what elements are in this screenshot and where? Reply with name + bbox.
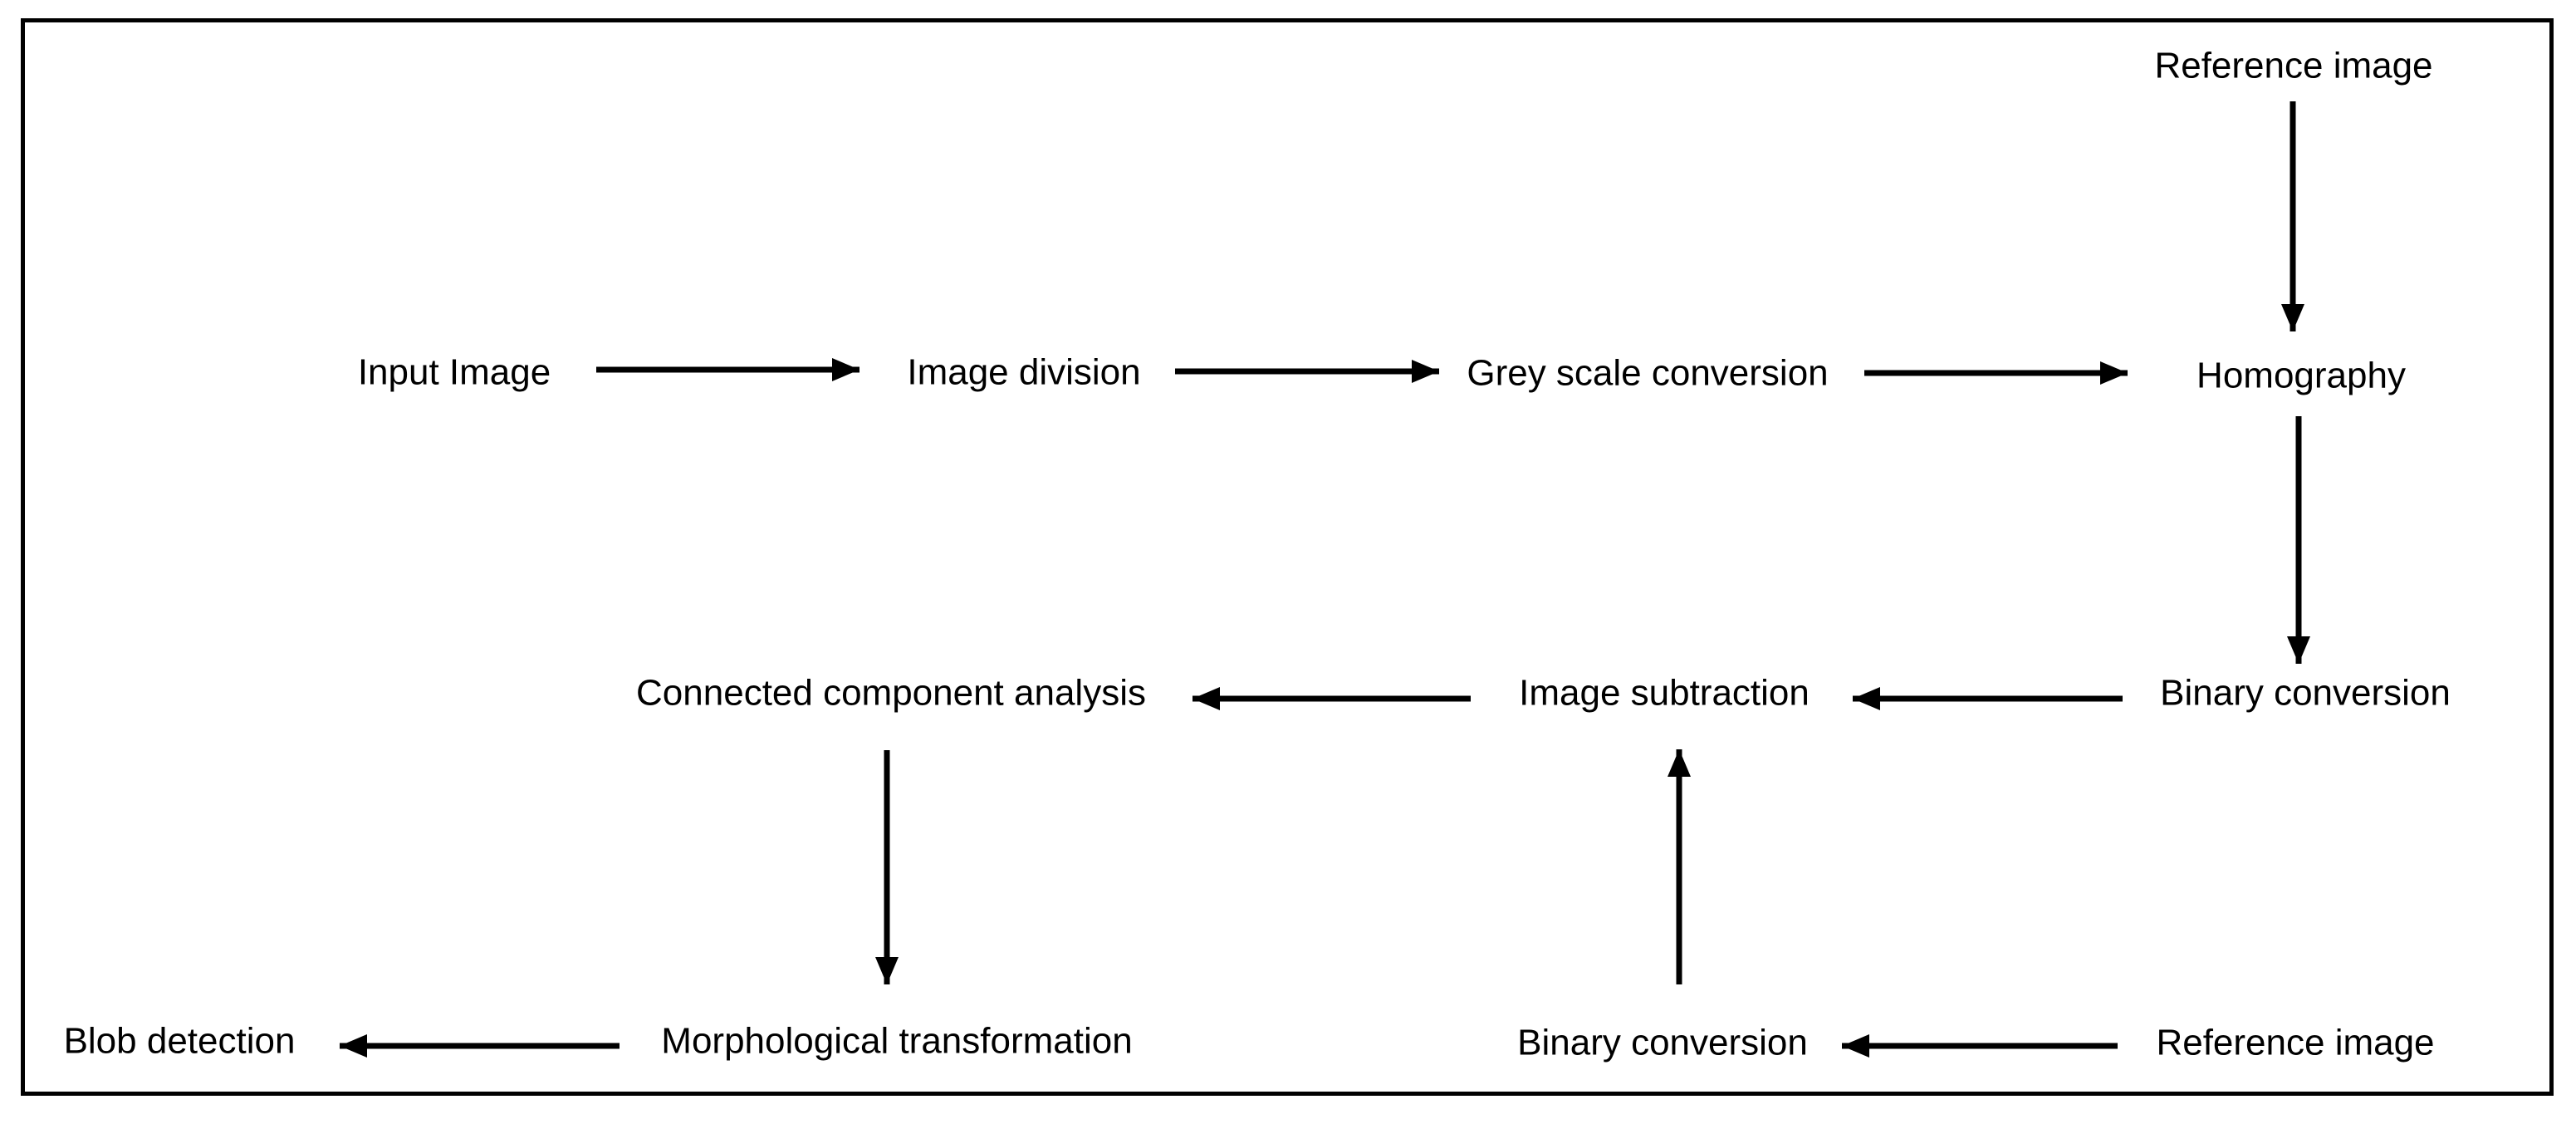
node-morphological-transformation: Morphological transformation [661,1020,1133,1062]
node-binary-conversion-right: Binary conversion [2160,672,2451,714]
node-blob-detection: Blob detection [63,1020,296,1062]
node-reference-image-bottom: Reference image [2156,1022,2435,1063]
node-image-subtraction: Image subtraction [1519,672,1810,714]
node-homography: Homography [2196,355,2406,396]
node-image-division: Image division [907,351,1141,393]
diagram-border [21,18,2554,1096]
node-binary-conversion-bottom: Binary conversion [1517,1022,1808,1063]
node-input-image: Input Image [357,351,551,393]
node-grey-scale-conversion: Grey scale conversion [1467,352,1829,394]
node-reference-image-top: Reference image [2154,45,2433,86]
node-connected-component-analysis: Connected component analysis [636,672,1146,714]
